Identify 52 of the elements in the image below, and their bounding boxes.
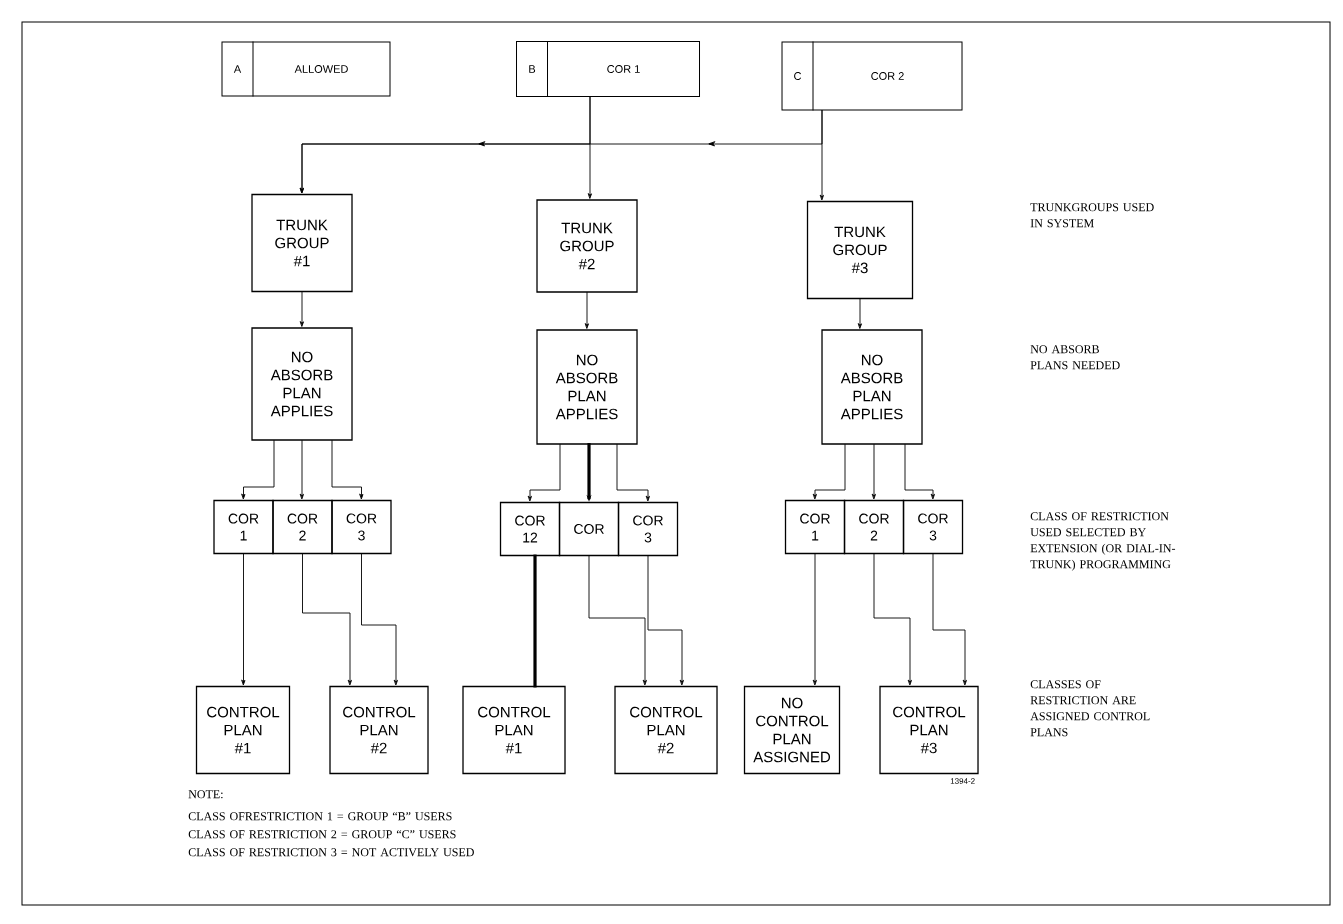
arrow	[820, 110, 824, 200]
process-box: NO ABSORB PLAN APPLIES	[821, 329, 923, 445]
process-box: TRUNK GROUP #1	[251, 193, 353, 293]
arrow	[872, 444, 876, 499]
arrow	[300, 440, 304, 499]
table-cell: COR 2	[843, 499, 905, 555]
arrow	[813, 444, 846, 499]
process-box: NO ABSORB PLAN APPLIES	[536, 329, 638, 445]
process-box: NO ABSORB PLAN APPLIES	[251, 327, 353, 441]
process-box: NO CONTROL PLAN ASSIGNED	[743, 685, 841, 775]
annotation-text: CLASSES OF RESTRICTION ARE ASSIGNED CONTROL PLANS	[1030, 680, 1150, 737]
selector-box: B COR 1	[516, 41, 700, 97]
table-cell: COR 3	[331, 499, 392, 555]
arrow	[528, 444, 561, 501]
table-cell: COR 3	[902, 499, 964, 555]
arrow	[241, 440, 275, 499]
process-box: TRUNK GROUP #3	[806, 200, 914, 300]
table-cell: COR 1	[784, 499, 846, 555]
note-text: CLASS OFRESTRICTION 1 = GROUP “B” USERS	[188, 812, 452, 821]
arrow	[873, 553, 912, 685]
table-cell: COR 3	[617, 501, 679, 557]
arrow	[331, 440, 364, 499]
table-cell: COR	[558, 501, 620, 557]
arrow	[932, 553, 967, 685]
arrow	[858, 298, 862, 329]
arrow	[813, 553, 817, 685]
arrow	[302, 553, 352, 685]
note-text: NOTE:	[188, 790, 223, 799]
arrow	[616, 444, 650, 501]
table-cell: COR 12	[499, 501, 561, 557]
process-box: CONTROL PLAN #3	[879, 685, 979, 775]
arrow	[241, 553, 246, 685]
annotation-text: CLASS OF RESTRICTION USED SELECTED BY EXTENSION (OR DIAL-IN-TRUNK) PROGRAMMING	[1030, 512, 1176, 571]
arrow	[904, 444, 935, 499]
table-cell: COR 1	[213, 499, 274, 555]
process-box: CONTROL PLAN #2	[614, 685, 718, 775]
annotation-text: TRUNKGROUPS USED IN SYSTEM	[1030, 203, 1154, 228]
annotation-text: NO ABSORB PLANS NEEDED	[1030, 345, 1120, 370]
process-box: CONTROL PLAN #1	[195, 685, 291, 775]
selector-box: C COR 2	[781, 41, 963, 111]
note-text: CLASS OF RESTRICTION 2 = GROUP “C” USERS	[188, 830, 456, 839]
arrow	[361, 553, 398, 685]
arrow	[647, 555, 684, 685]
process-box: CONTROL PLAN #2	[329, 685, 429, 775]
table-cell: COR 2	[272, 499, 333, 555]
process-box: TRUNK GROUP #2	[536, 199, 638, 293]
process-box: CONTROL PLAN #1	[462, 685, 566, 775]
arrow	[588, 555, 647, 685]
note-text: CLASS OF RESTRICTION 3 = NOT ACTIVELY USED	[188, 848, 474, 857]
selector-box: A ALLOWED	[221, 41, 391, 97]
arrow	[585, 292, 589, 329]
arrow	[300, 291, 304, 327]
